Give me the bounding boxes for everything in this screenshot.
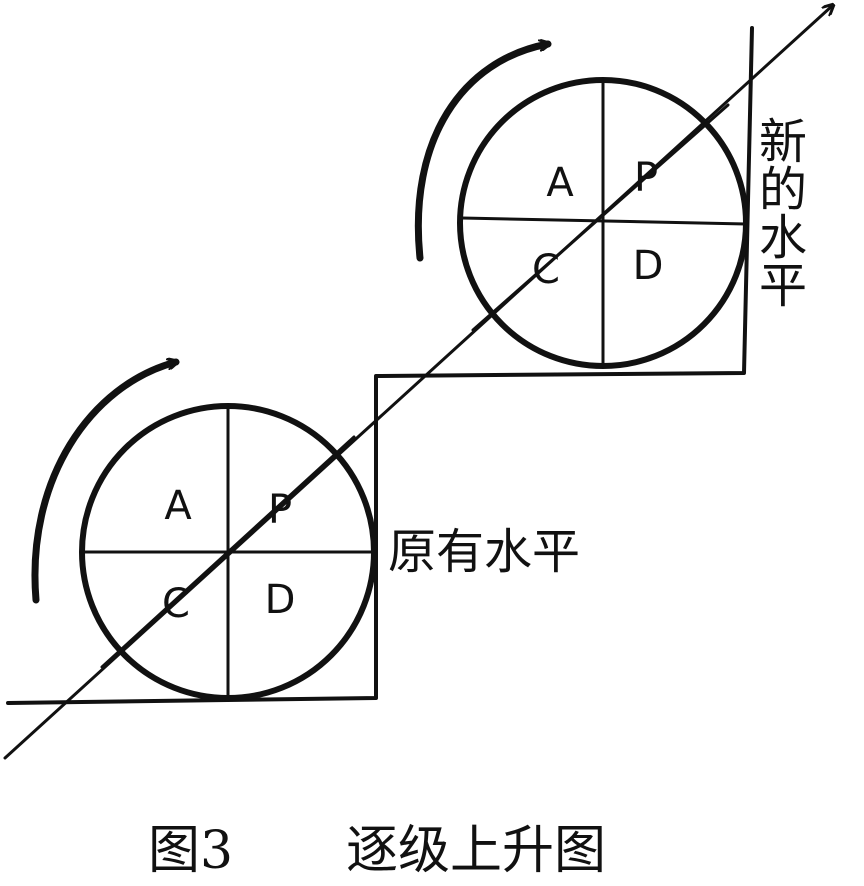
staircase-line	[6, 26, 754, 705]
upper-pdca-circle: A P C D	[414, 44, 749, 369]
upper-quadrant-c: C	[532, 247, 560, 293]
lower-quadrant-a: A	[164, 483, 192, 529]
lower-pdca-circle: A P C D	[31, 362, 377, 701]
lower-quadrant-d: D	[265, 577, 296, 623]
upper-quadrant-a: A	[546, 160, 574, 206]
figure-number: 图3	[148, 821, 233, 881]
original-level-label: 原有水平	[388, 524, 580, 580]
lower-circle-diagonal	[100, 435, 356, 669]
lower-rotation-arrow	[31, 362, 176, 604]
upper-quadrant-d: D	[633, 243, 664, 289]
lower-quadrant-c: C	[162, 581, 190, 627]
new-level-label: 新的水平	[750, 116, 806, 308]
figure-title: 逐级上升图	[346, 821, 606, 881]
upper-rotation-arrow	[414, 44, 548, 262]
progress-arrow	[3, 6, 832, 760]
upper-circle-diagonal	[471, 103, 730, 332]
lower-circle-outline	[79, 403, 377, 701]
upper-quadrant-p: P	[634, 155, 658, 201]
lower-quadrant-p: P	[268, 487, 292, 533]
